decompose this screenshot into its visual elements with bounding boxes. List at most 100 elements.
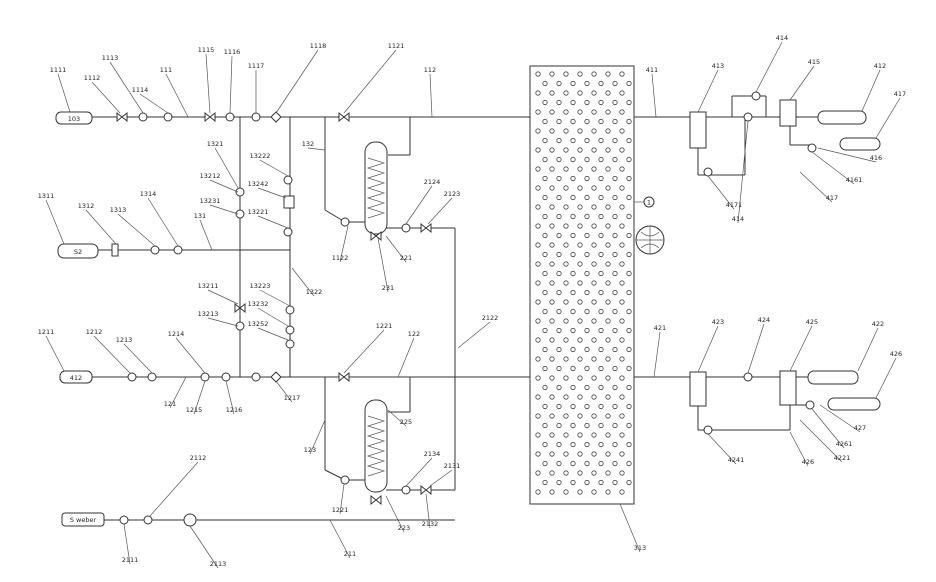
tower-dot [564,91,568,95]
fitting-circle [226,113,234,121]
tower-dot [613,157,617,161]
ref-label: 426 [890,350,902,358]
tower-dot [564,338,568,342]
ref-label: 2124 [424,178,441,186]
fitting-circle [252,373,260,381]
tower-dot [550,319,554,323]
tower-dot [585,461,589,465]
fitting-circle [284,176,292,184]
svg-text:1: 1 [647,199,651,207]
ref-label: 1311 [38,192,55,200]
tower-dot [592,281,596,285]
leader-line [430,74,432,117]
tower-dot [599,100,603,104]
tower-dot [627,366,631,370]
check-valve-icon [271,112,281,122]
tower-dot [564,243,568,247]
tower-dot [557,271,561,275]
leader-line [748,324,764,373]
ref-label: 231 [382,284,394,292]
tower-dot [613,138,617,142]
leader-line [430,470,452,486]
tower-dot [578,129,582,133]
tower-dot [613,328,617,332]
tower-dot [543,138,547,142]
fitting-circle [744,113,752,121]
leader-line [654,332,660,377]
tower-dot [543,347,547,351]
ref-label: 1116 [224,48,241,56]
ref-label: 1322 [306,288,323,296]
tower-dot [592,167,596,171]
ref-label: 412 [874,62,886,70]
tower-dot [585,347,589,351]
fitting-circle [184,514,196,526]
leader-line [166,74,188,117]
tower-dot [592,319,596,323]
fitting-circle [704,168,712,176]
upper-column [365,142,387,234]
tower-dot [536,281,540,285]
tower-dot [557,81,561,85]
tower-dot [599,214,603,218]
tower-dot [620,376,624,380]
tower-dot [620,186,624,190]
ref-label: 13242 [248,180,269,188]
tower-dot [578,205,582,209]
tower-dot [627,442,631,446]
leader-line [210,180,238,192]
tower-dot [627,461,631,465]
tower-dot [606,357,610,361]
tower-dot [557,309,561,313]
tower-dot [550,167,554,171]
tower-dot [585,290,589,294]
ref-label: 122 [408,330,420,338]
ref-label: 2131 [444,462,461,470]
tower-dot [585,138,589,142]
tower-dot [606,376,610,380]
ref-label: 123 [304,446,316,454]
tower-dot [606,281,610,285]
tower-dot [564,319,568,323]
leader-line [208,290,238,304]
tower-dot [564,129,568,133]
tower-dot [592,129,596,133]
tower-dot [606,338,610,342]
tower-dot [557,347,561,351]
ref-label: 1114 [132,86,149,94]
valve-icon [339,373,349,381]
tower-dot [550,148,554,152]
ref-label: 1211 [38,328,55,336]
leader-line [46,200,64,244]
tower-dot [606,471,610,475]
fitting-circle [286,306,294,314]
tower-dot [592,471,596,475]
ref-label: 417 [826,194,838,202]
ref-label: 2122 [482,314,499,322]
tower-dot [557,233,561,237]
leader-line [344,50,396,113]
tower-dot [578,300,582,304]
leader-line [148,198,178,246]
tower-dot [557,119,561,123]
tower-dot [543,176,547,180]
tower-dot [620,319,624,323]
leader-line [215,148,238,188]
fitting-circle [139,113,147,121]
tower-dot [599,176,603,180]
tower-dot [599,385,603,389]
ref-label: 13252 [248,320,269,328]
tower-dot [620,262,624,266]
ref-label: 2132 [422,520,439,528]
tower-dot [564,281,568,285]
tower-dot [585,252,589,256]
tower-dot [543,233,547,237]
tower-dot [606,224,610,228]
tower-dot [578,110,582,114]
tower-dot [613,309,617,313]
tower-dot [627,157,631,161]
tower-dot [557,385,561,389]
ref-label: 131 [194,212,206,220]
tower-dot [606,148,610,152]
tower-dot [564,262,568,266]
